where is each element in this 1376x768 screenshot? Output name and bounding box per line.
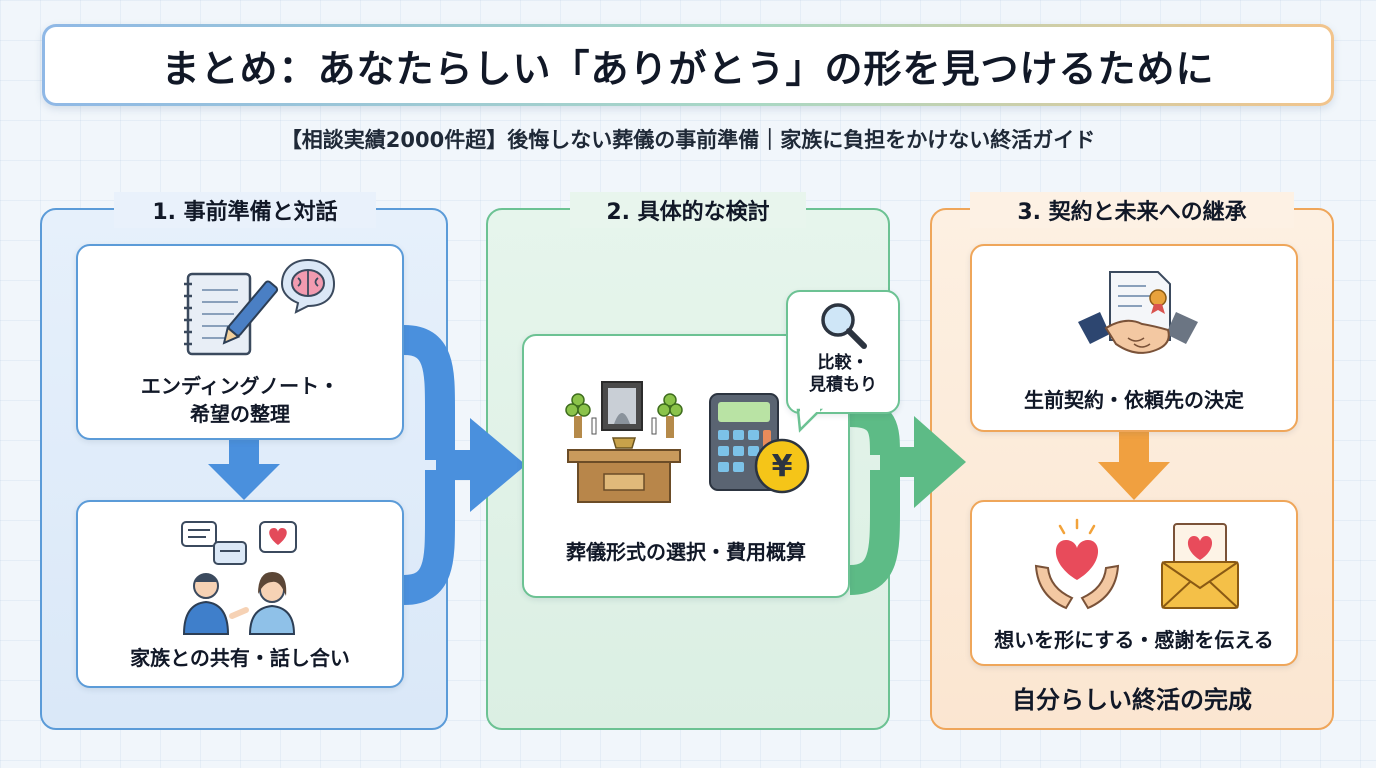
card-label-ending-note-line1: エンディングノート・	[140, 374, 340, 398]
calculator-yen-icon: ¥	[709, 393, 810, 494]
step-1-title: 1. 事前準備と対話	[114, 192, 376, 228]
svg-text:¥: ¥	[772, 449, 793, 484]
bubble-tail	[796, 408, 824, 433]
step-3-title: 3. 契約と未来への継承	[970, 192, 1294, 228]
step-2-title: 2. 具体的な検討	[570, 192, 806, 228]
magnifier-icon	[821, 303, 867, 349]
card-convey-gratitude: 想いを形にする・感謝を伝える	[970, 500, 1298, 666]
page-subtitle: 【相談実績2000件超】後悔しない葬儀の事前準備｜家族に負担をかけない終活ガイド	[280, 128, 1096, 152]
contract-handshake-icon	[1078, 271, 1198, 354]
completion-label: 自分らしい終活の完成	[1012, 686, 1252, 714]
title-bar: まとめ：あなたらしい「ありがとう」の形を見つけるために	[42, 24, 1334, 106]
card-label-pre-contract: 生前契約・依頼先の決定	[1024, 388, 1244, 412]
bubble-label-line1: 比較・	[817, 353, 869, 373]
brain-thought-icon	[280, 258, 336, 314]
chat-bubbles-icon	[181, 521, 247, 565]
card-label-ending-note-line2: 希望の整理	[190, 402, 290, 426]
notebook-pen-icon	[184, 272, 279, 356]
family-talk-icon	[181, 521, 297, 635]
blue-down-arrow-icon	[208, 440, 280, 500]
page-title: まとめ：あなたらしい「ありがとう」の形を見つけるために	[45, 27, 1331, 103]
card-pre-contract: 生前契約・依頼先の決定	[970, 244, 1298, 432]
altar-icon	[565, 381, 683, 503]
letter-heart-icon	[1161, 523, 1239, 609]
card-label-family-share: 家族との共有・話し合い	[130, 646, 350, 670]
card-label-convey-gratitude: 想いを形にする・感謝を伝える	[994, 628, 1274, 652]
orange-down-arrow-icon	[1098, 432, 1170, 500]
card-family-share: 家族との共有・話し合い	[76, 500, 404, 688]
bubble-label-line2: 見積もり	[809, 375, 877, 395]
compare-estimate-bubble: 比較・ 見積もり	[786, 290, 900, 414]
heart-hands-icon	[1034, 518, 1120, 610]
card-ending-note: エンディングノート・ 希望の整理	[76, 244, 404, 440]
blue-flow-arrow-icon	[402, 325, 526, 605]
card-label-funeral-selection: 葬儀形式の選択・費用概算	[566, 540, 806, 564]
green-flow-arrow-icon	[848, 397, 966, 595]
heart-bubble-icon	[259, 521, 297, 553]
